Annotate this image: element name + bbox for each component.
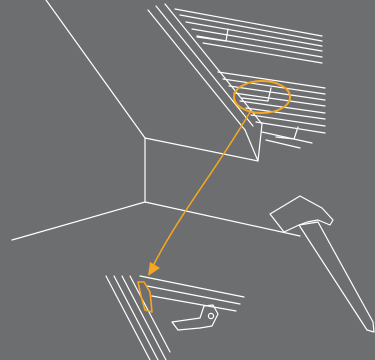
hammer-head [270,196,333,232]
room-walls [12,0,300,240]
detail-view [106,276,244,360]
detail-rail-line [152,296,236,311]
floor-left-line [12,202,145,240]
slat [223,79,325,94]
bracket-screw-hole [208,313,213,318]
detail-rail-line [140,276,244,297]
louvered-panel [148,4,325,161]
panel-bottom-corner [245,124,262,161]
highlight-callout [138,81,290,312]
detail-frame-line [130,276,170,352]
detail-rail-line [147,286,240,304]
slat [186,22,322,46]
slat [256,122,325,133]
loose-clip-bracket [172,305,218,330]
slat [266,140,300,148]
ceiling-edge-line [46,0,145,138]
floor-right-line [145,202,300,236]
panel-frame-outer [148,10,245,130]
callout-arrow-line [152,112,250,268]
slat [234,93,325,106]
panel-frame-inner [156,6,253,126]
hammer-handle [299,222,374,332]
slat [175,9,322,36]
slat [203,43,322,63]
wall-top-line [145,138,258,161]
hammer-icon [270,196,374,332]
